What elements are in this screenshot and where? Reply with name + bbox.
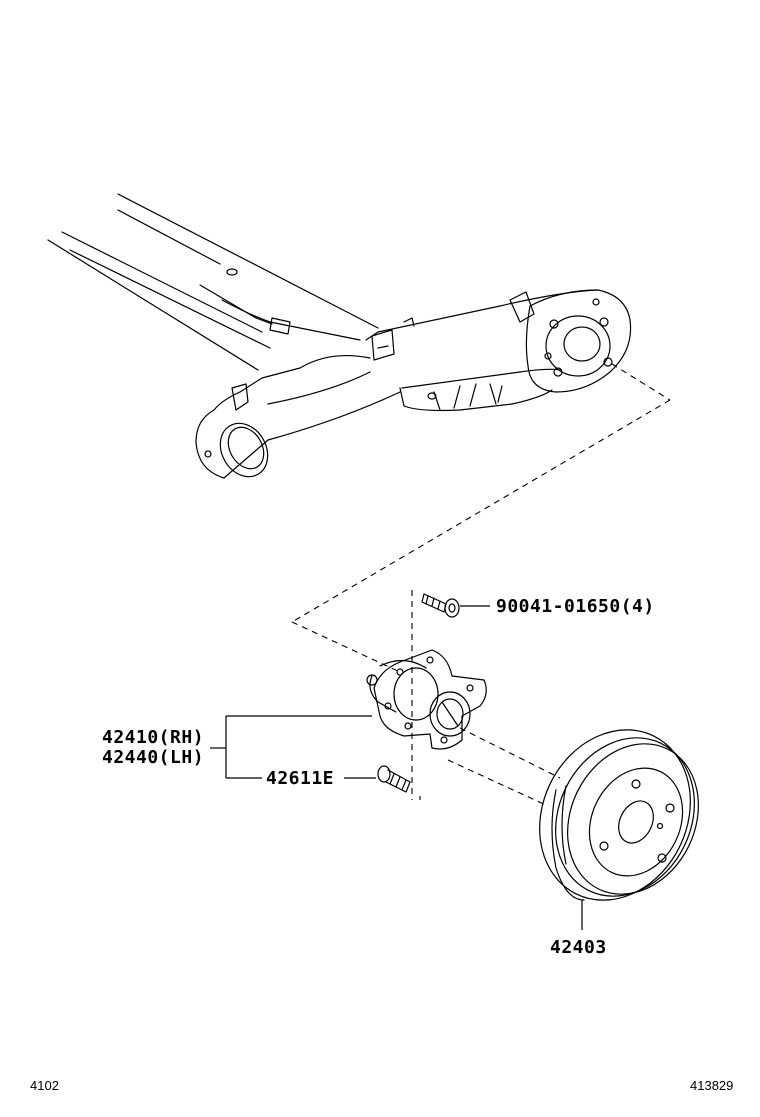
leader-lines (210, 715, 376, 779)
part-label-hub-bolt-42611e[interactable]: 42611E (266, 768, 335, 789)
rear-axle-beam (47, 193, 632, 479)
hub-stud-bolt (377, 765, 411, 793)
assembly-guide-lines (291, 363, 671, 807)
part-label-brake-drum[interactable]: 42403 (550, 937, 607, 958)
hub-bearing-assembly (366, 649, 487, 750)
part-label-hub-rh[interactable]: 42410(RH) (102, 727, 205, 748)
footer-left-code: 4102 (30, 1078, 59, 1093)
hub-mounting-bolt (421, 593, 490, 618)
part-label-bolt-90041-01650[interactable]: 90041-01650(4) (496, 596, 655, 617)
part-label-hub-lh[interactable]: 42440(LH) (102, 747, 205, 768)
brake-drum (539, 729, 699, 930)
footer-right-code: 413829 (690, 1078, 734, 1093)
